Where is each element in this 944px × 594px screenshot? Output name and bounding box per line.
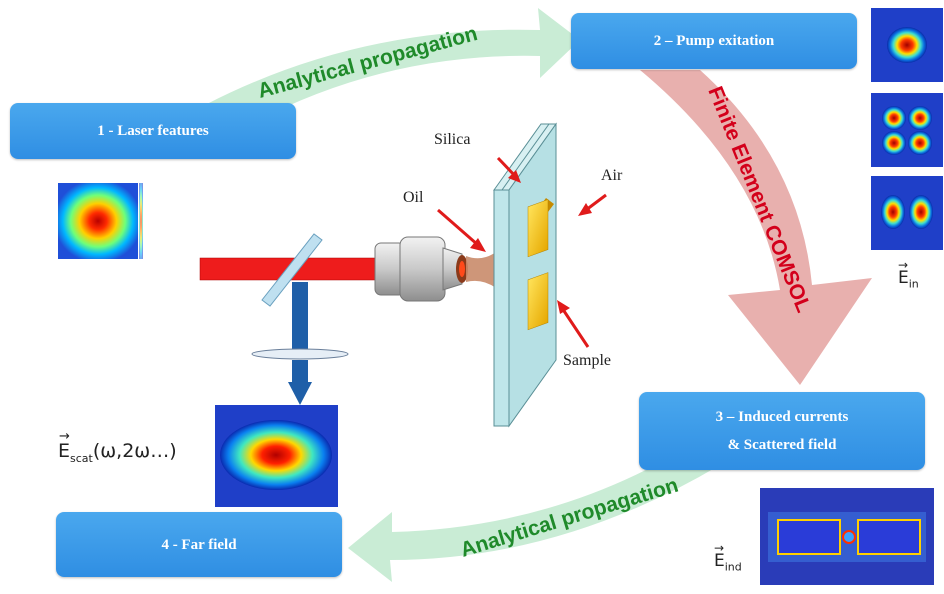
fem-arrow <box>640 70 872 385</box>
e-ind-label: E→ind <box>714 541 742 574</box>
fem-arrow-label: Finite Element COMSOL <box>703 83 815 316</box>
e-scat-label: E→scat(ω,2ω…) <box>58 429 177 465</box>
gold-sample-bottom <box>527 272 549 331</box>
detection-lens <box>251 348 349 360</box>
e-in-label: E→in <box>898 258 919 291</box>
step-2-label: 2 – Pump exitation <box>653 33 775 49</box>
beam-splitter <box>261 233 323 307</box>
detection-beam <box>288 282 312 405</box>
far-field-map <box>215 405 338 507</box>
air-label: Air <box>601 167 623 184</box>
microscope-objective <box>374 236 468 302</box>
gold-sample-top <box>527 198 554 258</box>
silica-slide <box>493 122 557 428</box>
step-2-box: 2 – Pump exitation <box>571 13 857 69</box>
propagation-arrow-top <box>205 8 580 130</box>
propagation-arrow-bottom <box>348 460 720 582</box>
silica-label: Silica <box>434 131 471 148</box>
sample-label: Sample <box>563 352 611 369</box>
e-in-map-3 <box>871 176 943 250</box>
step-4-box: 4 - Far field <box>56 512 342 577</box>
oil-drop <box>466 252 496 288</box>
e-scat-args: (ω,2ω…) <box>92 440 177 462</box>
step-3-label-line2: & Scattered field <box>727 437 837 453</box>
top-arrow-label: Analytical propagation <box>255 22 480 103</box>
oil-label: Oil <box>403 189 424 206</box>
e-ind-subscript: ind <box>724 560 742 574</box>
e-in-subscript: in <box>908 277 919 291</box>
pointer-arrows <box>437 156 607 348</box>
step-3-box: 3 – Induced currents & Scattered field <box>639 392 925 470</box>
e-in-map-2 <box>871 93 943 167</box>
step-3-label-line1: 3 – Induced currents <box>715 409 849 425</box>
e-scat-subscript: scat <box>70 451 93 465</box>
laser-profile-plot <box>58 183 143 259</box>
step-4-label: 4 - Far field <box>161 536 237 553</box>
bottom-arrow-label: Analytical propagation <box>458 474 681 562</box>
e-in-map-1 <box>871 8 943 82</box>
step-1-label: 1 - Laser features <box>97 123 209 139</box>
step-1-box: 1 - Laser features <box>10 103 296 159</box>
induced-field-map <box>760 488 934 585</box>
